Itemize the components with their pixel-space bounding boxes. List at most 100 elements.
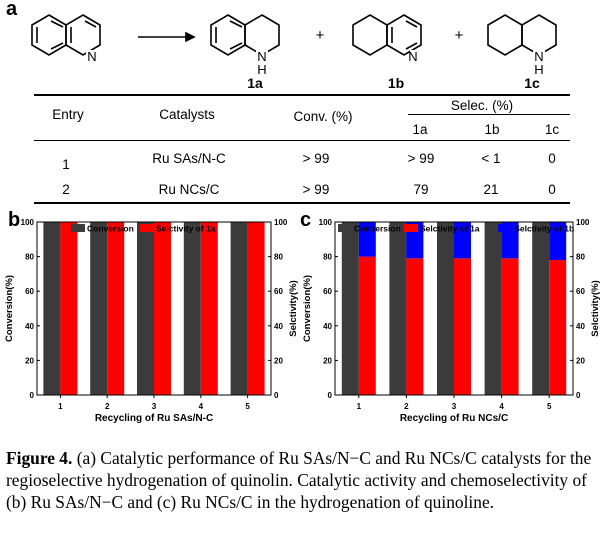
- bar-conversion: [341, 222, 359, 395]
- y-axis-label-right: Selctivity(%): [590, 280, 601, 337]
- reactant-n-label: N: [87, 49, 96, 64]
- product-1c-h-label: H: [534, 62, 543, 77]
- bar-selectivity-1a: [454, 258, 471, 395]
- y-tick-label-right: 0: [576, 391, 581, 400]
- panel-label-a: a: [6, 0, 18, 20]
- x-tick-label: 4: [199, 402, 204, 411]
- product-1c-n-label: N: [534, 49, 543, 64]
- catalytic-performance-table: Entry Catalysts Conv. (%) Selec. (%) 1a …: [0, 0, 605, 205]
- y-tick-label-left: 0: [30, 391, 35, 400]
- bar-conversion: [437, 222, 454, 395]
- legend-label: Selctivity of 1a: [156, 224, 216, 234]
- product-1a-h-label: H: [257, 62, 266, 77]
- panel-label-b: b: [8, 209, 21, 231]
- product-1a-n-label: N: [257, 49, 266, 64]
- table-row-2-1a: 79: [413, 182, 429, 197]
- legend-label: Conversion: [87, 224, 134, 234]
- x-tick-label: 3: [152, 402, 157, 411]
- x-tick-label: 4: [499, 402, 504, 411]
- x-tick-label: 2: [105, 402, 110, 411]
- x-tick-label: 3: [452, 402, 457, 411]
- y-tick-label-left: 40: [25, 322, 34, 331]
- legend-swatch: [338, 224, 352, 232]
- table-row-2-entry: 2: [62, 182, 70, 197]
- legend-label: Selctivity of 1a: [420, 224, 480, 234]
- y-axis-label-right: Selctivity(%): [288, 280, 299, 337]
- selectivity-subrule: [408, 114, 570, 115]
- header-selectivity: Selec. (%): [450, 98, 514, 113]
- reaction-scheme: N N H N N H + + 1a 1b 1c: [31, 14, 557, 91]
- caption-label: Figure 4.: [6, 448, 73, 468]
- plus-sign: +: [455, 27, 464, 44]
- bar-selectivity-1a: [501, 258, 519, 395]
- y-tick-label-right: 100: [576, 218, 590, 227]
- product-1b-n-label: N: [408, 49, 417, 64]
- bar-conversion: [389, 222, 407, 395]
- table-top-rule: [34, 94, 570, 96]
- y-tick-label-right: 0: [274, 391, 279, 400]
- y-axis-label-left: Conversion(%): [4, 275, 15, 342]
- product-1c-label: 1c: [524, 75, 540, 91]
- table-row-2-catalyst: Ru NCs/C: [158, 182, 220, 197]
- subheader-1a: 1a: [412, 122, 428, 137]
- header-entry: Entry: [52, 107, 84, 122]
- table-row-1-catalyst: Ru SAs/N-C: [152, 151, 226, 166]
- subheader-1c: 1c: [544, 122, 560, 137]
- panel-label-c: c: [300, 209, 312, 231]
- x-tick-label: 5: [547, 402, 552, 411]
- caption-text: (a) Catalytic performance of Ru SAs/N−C …: [6, 448, 592, 512]
- bar-selectivity-1b: [549, 222, 567, 261]
- table-row-1-1c: 0: [548, 151, 556, 166]
- y-tick-label-right: 80: [576, 253, 585, 262]
- legend-swatch: [404, 224, 418, 232]
- quinoline-structure: [31, 14, 101, 56]
- bar-selectivity-1a: [247, 222, 265, 395]
- y-tick-label-right: 40: [274, 322, 283, 331]
- x-tick-label: 1: [357, 402, 362, 411]
- y-tick-label-right: 20: [576, 356, 585, 365]
- table-row-1-entry: 1: [62, 157, 70, 172]
- y-tick-label-left: 100: [21, 218, 35, 227]
- legend-swatch: [71, 224, 85, 232]
- bar-conversion: [183, 222, 201, 395]
- y-tick-label-left: 0: [328, 391, 333, 400]
- y-tick-label-left: 20: [25, 356, 34, 365]
- bar-conversion: [43, 222, 61, 395]
- y-axis-label-left: Conversion(%): [302, 275, 313, 342]
- figure-caption: Figure 4. (a) Catalytic performance of R…: [6, 447, 601, 513]
- x-tick-label: 5: [245, 402, 250, 411]
- bar-selectivity-1a: [406, 258, 424, 395]
- plot-frame: [334, 221, 574, 396]
- bar-conversion: [137, 222, 154, 395]
- table-row-1-1b: < 1: [481, 151, 501, 166]
- table-row-2-1b: 21: [483, 182, 499, 197]
- product-1b-structure: [352, 14, 422, 56]
- x-tick-label: 1: [58, 402, 63, 411]
- y-tick-label-right: 100: [274, 218, 288, 227]
- x-axis-label: Recycling of Ru NCs/C: [400, 413, 508, 424]
- y-tick-label-right: 40: [576, 322, 585, 331]
- bar-selectivity-1a: [107, 222, 125, 395]
- legend-label: Conversion: [354, 224, 401, 234]
- y-tick-label-right: 60: [274, 287, 283, 296]
- product-1a-label: 1a: [247, 75, 263, 91]
- table-row-2-conv: > 99: [302, 182, 330, 197]
- y-tick-label-right: 20: [274, 356, 283, 365]
- y-tick-label-left: 80: [323, 253, 332, 262]
- bar-selectivity-1a: [200, 222, 218, 395]
- bar-selectivity-1a: [60, 222, 78, 395]
- y-tick-label-right: 60: [576, 287, 585, 296]
- table-row-1-conv: > 99: [302, 151, 330, 166]
- bar-conversion: [484, 222, 502, 395]
- bar-selectivity-1b: [454, 222, 471, 259]
- bar-conversion: [90, 222, 108, 395]
- bar-selectivity-1a: [358, 256, 376, 395]
- table-row-1-1a: > 99: [407, 151, 435, 166]
- table-row-2-1c: 0: [548, 182, 556, 197]
- y-tick-label-left: 80: [25, 253, 34, 262]
- plus-sign: +: [316, 27, 325, 44]
- legend-swatch: [140, 224, 154, 232]
- y-tick-label-left: 20: [323, 356, 332, 365]
